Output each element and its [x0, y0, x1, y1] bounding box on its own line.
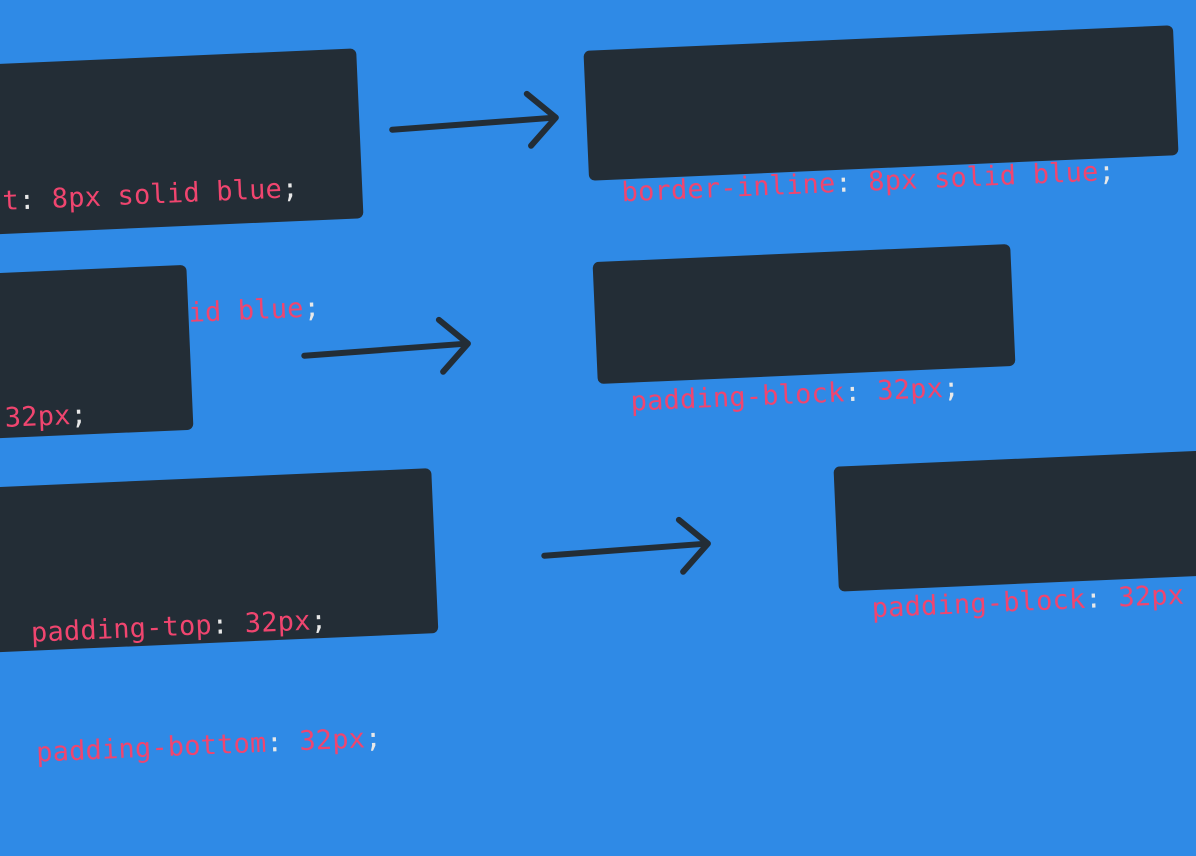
semicolon: ; [942, 372, 961, 404]
colon: : [18, 184, 37, 217]
colon: : [1084, 583, 1103, 615]
css-property: padding-block [630, 377, 846, 418]
css-property: border-inline [620, 168, 837, 209]
page: { "background_color": "#2f8ae6", "card_c… [0, 25, 1196, 769]
code-block: padding-top: 32px; padding-bottom: 32px; [27, 519, 386, 854]
semicolon: ; [69, 399, 88, 432]
code-card-border-inline: border-inline: 8px solid blue; [583, 25, 1179, 208]
css-value: 32px [244, 605, 312, 640]
css-value: 8px solid blue [867, 156, 1100, 198]
semicolon: ; [281, 173, 300, 205]
semicolon: ; [364, 722, 383, 755]
css-property: t [1, 185, 20, 217]
css-property: padding-block [871, 583, 1087, 625]
colon: : [265, 726, 284, 759]
code-card-padding-block-2: padding-block: 32px [833, 449, 1196, 624]
code-card-padding-block: padding-block: 32px; [592, 243, 1016, 418]
code-card-padding-longhand: 32px; om: 32px; [0, 264, 194, 554]
code-card-border-longhand: t: 8px solid blue; nt: 8px solid blue; [0, 48, 364, 337]
colon: : [834, 167, 853, 200]
colon: : [211, 609, 229, 641]
code-line: padding-top: 32px; [30, 599, 377, 654]
code-line: border-inline: 8px solid blue; [621, 152, 1116, 213]
code-card-padding-top-bottom: padding-top: 32px; padding-bottom: 32px; [0, 468, 439, 769]
css-value: 32px [876, 373, 944, 407]
code-line: 32px; [4, 392, 154, 438]
css-value: 32px [1117, 579, 1185, 614]
code-line: padding-block: 32px; [630, 368, 961, 422]
css-property: padding-top [30, 609, 213, 649]
code-block: padding-block: 32px [867, 496, 1188, 709]
colon: : [843, 376, 862, 409]
code-line: padding-bottom: 32px; [35, 719, 383, 774]
right-arrow-icon [389, 90, 559, 149]
css-property: padding-bottom [35, 727, 268, 769]
right-arrow-icon [301, 316, 471, 375]
css-value: 8px solid blue [51, 173, 283, 215]
semicolon: ; [309, 604, 328, 637]
css-value: 32px [4, 400, 72, 434]
css-value: 32px [298, 723, 366, 758]
right-arrow-icon [541, 516, 711, 575]
code-line: t: 8px solid blue; [2, 168, 316, 222]
code-line: padding-block: 32px [871, 576, 1185, 630]
semicolon: ; [1097, 155, 1116, 188]
